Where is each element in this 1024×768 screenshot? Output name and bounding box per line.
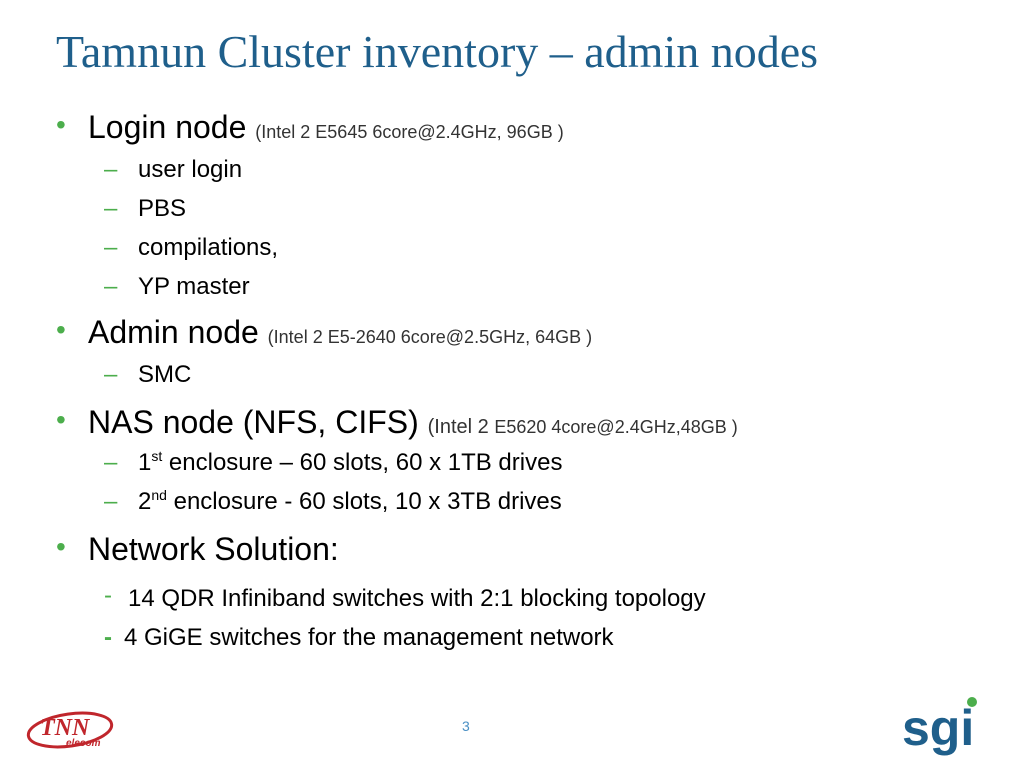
dash: – [104, 195, 118, 222]
sub-item-pbs: PBS [138, 195, 187, 222]
dash: - [104, 624, 112, 651]
sub-item-enclosure-2: 2nd enclosure - 60 slots, 10 x 3TB drive… [138, 488, 562, 517]
slide-title: Tamnun Cluster inventory – admin nodes [56, 26, 819, 77]
sub-item-yp-master: YP master [138, 273, 250, 300]
bullet-login: • [56, 109, 66, 140]
ordinal-number: 1 [138, 449, 152, 476]
tnn-telecom-logo-icon: TNN elecom [26, 711, 114, 749]
bullet-admin: • [56, 314, 66, 345]
dash: – [104, 449, 118, 476]
enclosure-text: enclosure - 60 slots, 10 x 3TB drives [173, 488, 562, 515]
nas-node-heading: NAS node (NFS, CIFS) [88, 404, 419, 440]
dash: – [104, 488, 118, 515]
item-login-node: Login node (Intel 2 E5645 6core@2.4GHz, … [88, 108, 564, 146]
login-node-heading: Login node [88, 109, 247, 145]
svg-text:TNN: TNN [40, 715, 91, 741]
ordinal-number: 2 [138, 488, 152, 515]
sgi-logo-icon: sgi [902, 697, 977, 756]
item-admin-node: Admin node (Intel 2 E5-2640 6core@2.5GHz… [88, 313, 592, 351]
nas-node-spec-detail: E5620 4core@2.4GHz,48GB ) [494, 417, 738, 437]
ordinal-suffix: nd [151, 487, 167, 503]
sub-item-enclosure-1: 1st enclosure – 60 slots, 60 x 1TB drive… [138, 449, 562, 478]
sub-item-smc: SMC [138, 361, 192, 388]
dash: – [104, 361, 118, 388]
login-node-spec: (Intel 2 E5645 6core@2.4GHz, 96GB ) [255, 122, 564, 142]
nas-node-spec: (Intel 2 E5620 4core@2.4GHz,48GB ) [428, 416, 738, 438]
dash: - [104, 582, 112, 609]
sub-item-user-login: user login [138, 156, 243, 183]
item-network-solution: Network Solution: [88, 531, 339, 567]
page-number: 3 [462, 718, 470, 734]
admin-node-heading: Admin node [88, 314, 259, 350]
tnn-telecom-logo: TNN elecom [26, 708, 122, 755]
bullet-network: • [56, 531, 66, 562]
svg-text:sgi: sgi [902, 700, 974, 756]
sgi-logo: sgi [900, 690, 990, 765]
ordinal-suffix: st [151, 448, 163, 464]
dash: – [104, 273, 118, 300]
dash: – [104, 234, 118, 261]
sub-item-gige-switches: 4 GiGE switches for the management netwo… [124, 624, 614, 651]
admin-node-spec: (Intel 2 E5-2640 6core@2.5GHz, 64GB ) [267, 327, 593, 347]
nas-node-spec-prefix: (Intel 2 [427, 416, 489, 438]
dash: – [104, 156, 118, 183]
svg-text:elecom: elecom [66, 738, 101, 749]
item-nas-node: NAS node (NFS, CIFS) (Intel 2 E5620 4cor… [88, 403, 738, 441]
sub-item-compilations: compilations, [138, 234, 279, 261]
sub-item-qdr-switches: 14 QDR Infiniband switches with 2:1 bloc… [128, 585, 706, 612]
enclosure-text: enclosure – 60 slots, 60 x 1TB drives [168, 449, 563, 476]
bullet-nas: • [56, 404, 66, 435]
